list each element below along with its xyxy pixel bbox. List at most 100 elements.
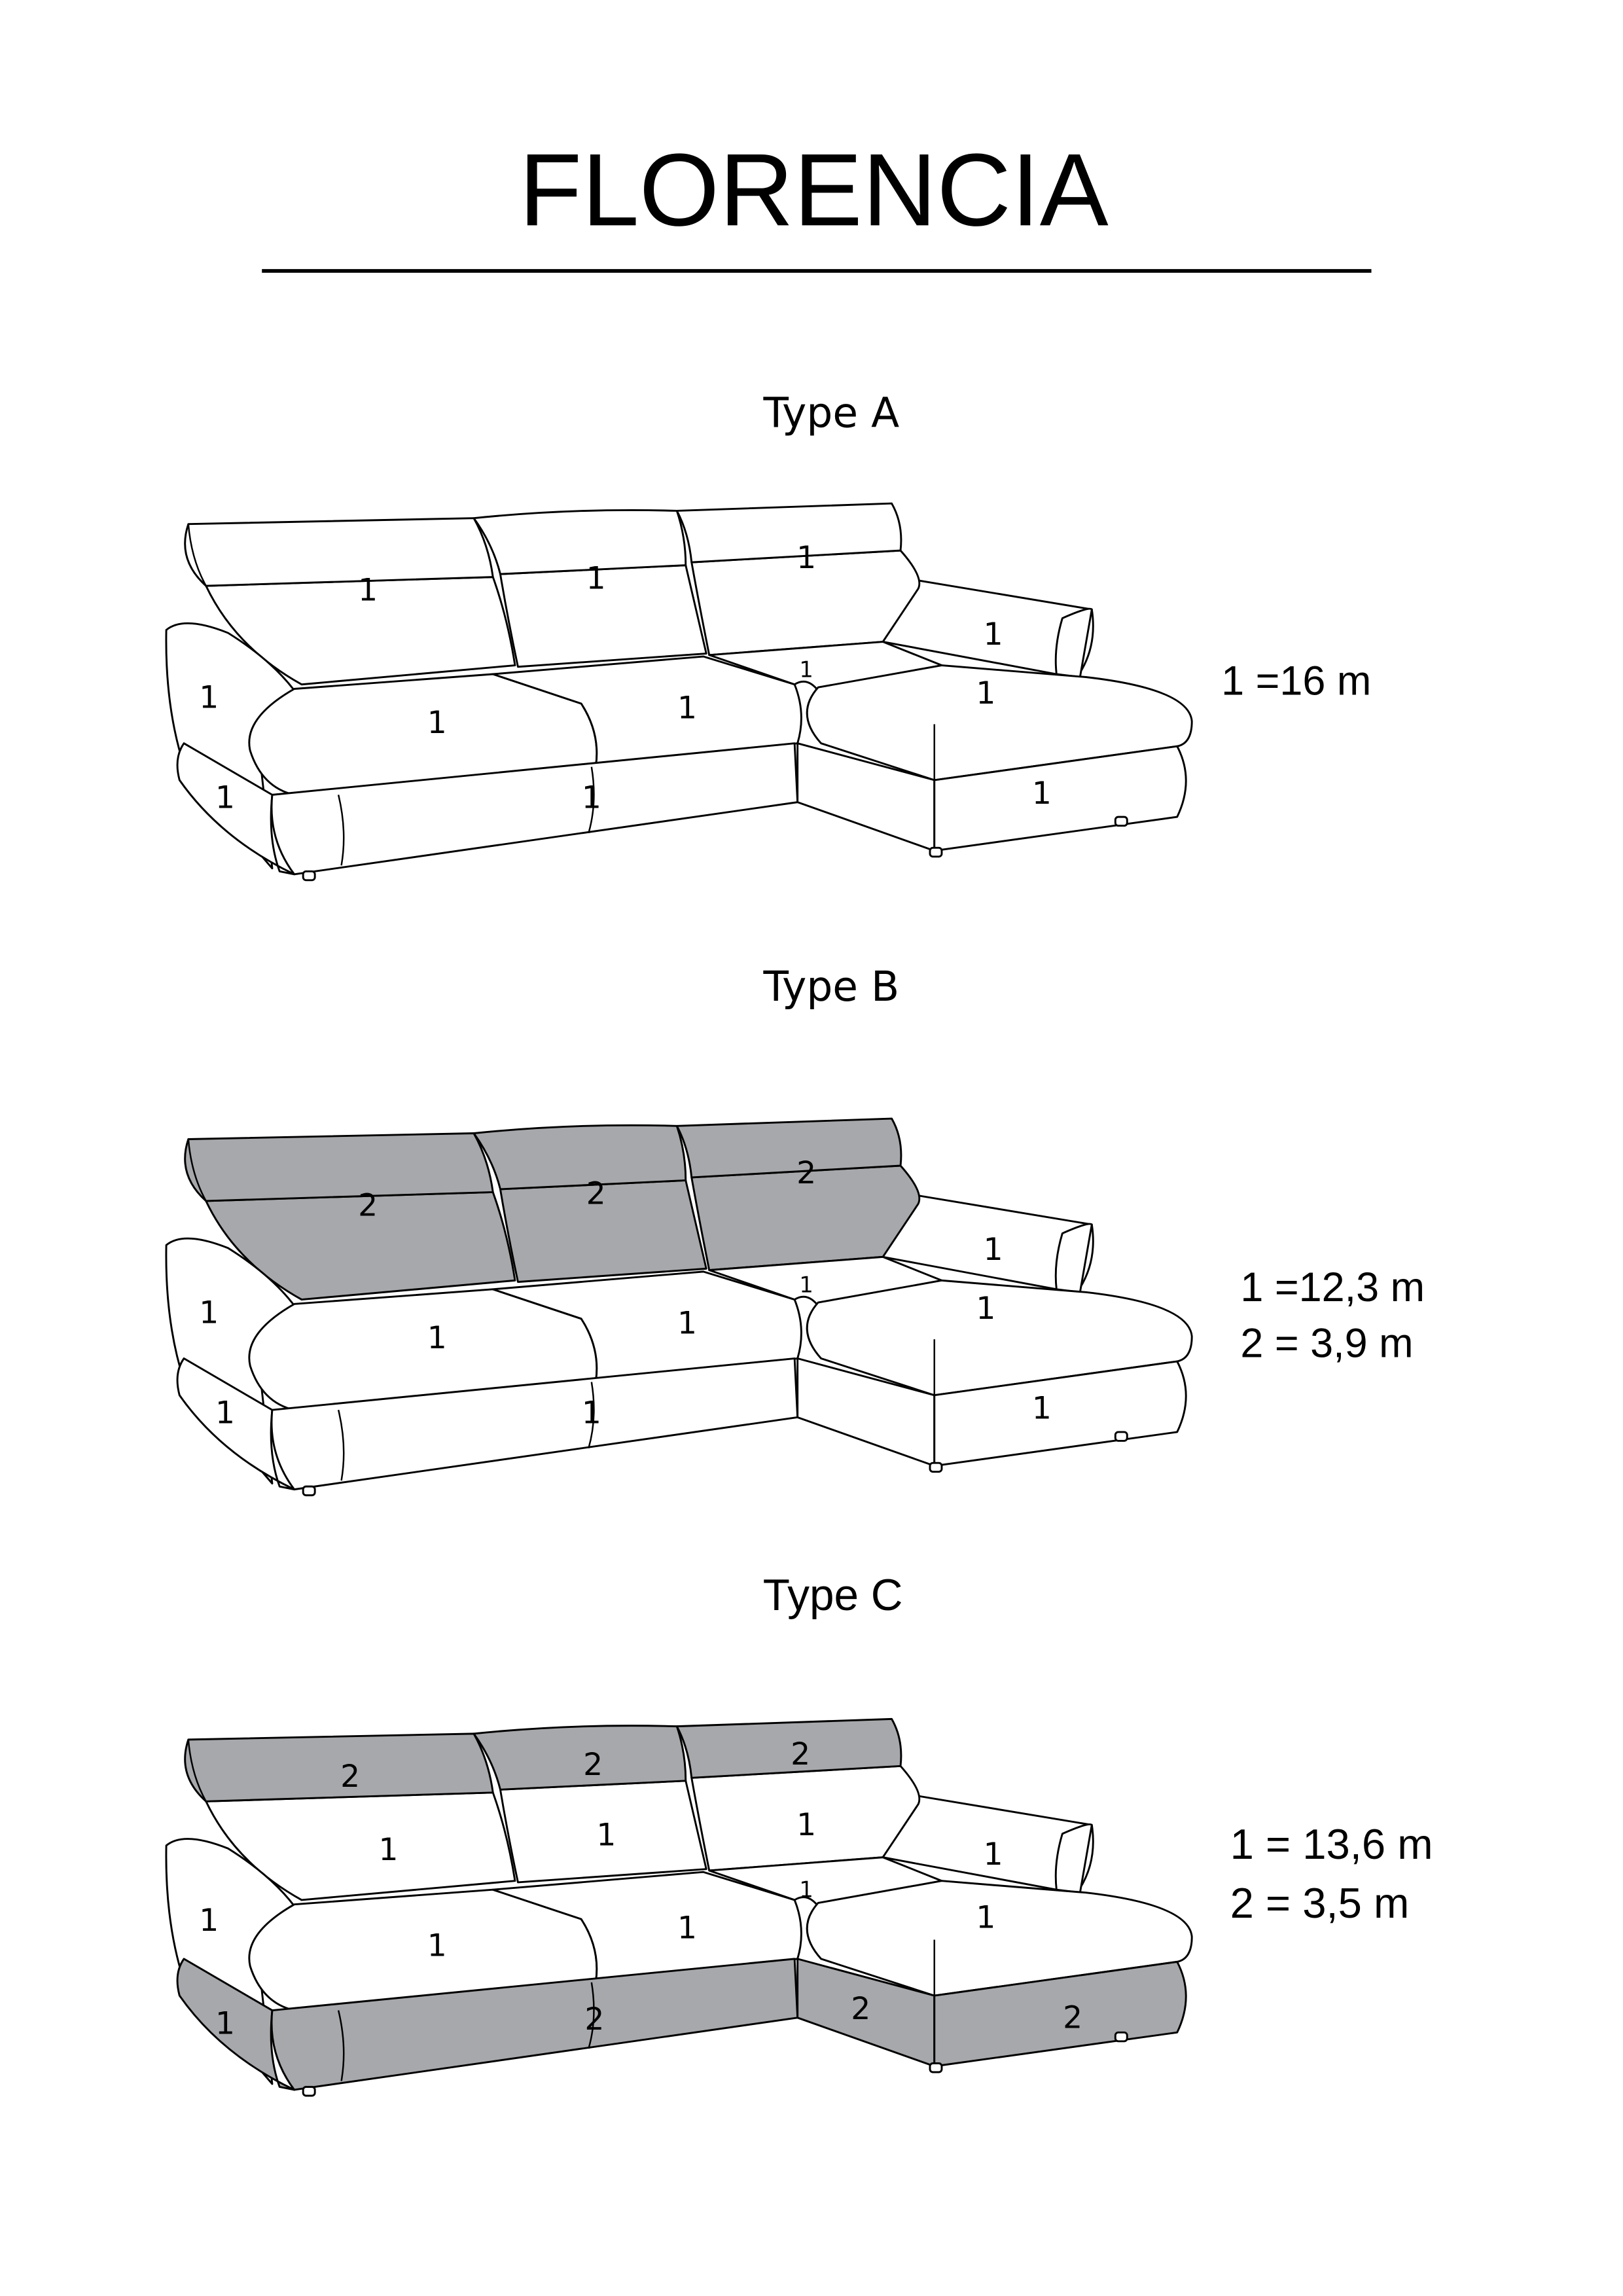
back-middle <box>499 1780 707 1884</box>
headrest-right <box>675 1117 902 1179</box>
part-label: 2 <box>584 2001 604 2037</box>
chaise-armrest-end <box>1054 1823 1093 1894</box>
headrest-left <box>184 517 494 587</box>
chaise-armrest-end <box>1054 607 1093 678</box>
type-c-legend-2: 2 = 3,5 m <box>1230 1879 1410 1927</box>
type-b-section: Type B 2 2 2 1 1 1 1 1 1 1 1 1 1 =12,3 m 2 = 3,9 m <box>165 963 1425 1497</box>
back-left <box>205 1191 516 1301</box>
seam-line <box>588 1382 595 1449</box>
sofa-foot <box>302 1485 316 1497</box>
base-left-arm <box>176 1357 296 1491</box>
part-label: 1 <box>596 1818 616 1854</box>
chaise-seat <box>806 1880 1193 1997</box>
back-middle <box>499 564 707 668</box>
part-label: 2 <box>791 1736 810 1772</box>
base-front <box>270 1958 799 2091</box>
type-a-title: Type A <box>763 389 900 437</box>
seam-line <box>337 1409 345 1481</box>
back-middle <box>499 1179 707 1283</box>
part-label: 1 <box>799 1876 813 1902</box>
type-c-legend-1: 1 = 13,6 m <box>1230 1820 1433 1868</box>
type-b-title: Type B <box>762 963 899 1011</box>
part-label: 1 <box>582 780 601 816</box>
part-label: 1 <box>215 2006 235 2042</box>
part-label: 1 <box>379 1832 399 1868</box>
part-label: 1 <box>358 573 378 609</box>
sofa-foot <box>302 2086 316 2097</box>
type-b-legend-1: 1 =12,3 m <box>1240 1265 1425 1310</box>
part-label: 1 <box>427 1320 447 1356</box>
sofa-foot <box>929 2062 943 2073</box>
part-label: 2 <box>358 1187 378 1223</box>
seam-line <box>337 2010 345 2081</box>
chaise-base-front <box>933 1960 1187 2068</box>
part-label: 2 <box>796 1155 816 1191</box>
base-left-arm <box>176 1958 296 2091</box>
base-front <box>270 1357 799 1491</box>
headrest-middle <box>473 1725 687 1791</box>
type-c-title: Type C <box>763 1571 903 1620</box>
back-left <box>205 1791 516 1901</box>
page-title: FLORENCIA <box>519 133 1109 247</box>
part-label: 1 <box>199 1903 219 1939</box>
part-label: 1 <box>1032 1391 1052 1427</box>
part-label: 1 <box>215 1395 235 1431</box>
headrest-left <box>184 1732 494 1803</box>
back-left <box>205 576 516 686</box>
headrest-middle <box>473 509 687 575</box>
part-label: 2 <box>1063 2000 1082 2036</box>
type-b-legend-2: 2 = 3,9 m <box>1240 1320 1413 1366</box>
part-label: 1 <box>984 1837 1003 1873</box>
sofa-foot <box>929 1462 943 1473</box>
chaise-base-front <box>933 1360 1187 1467</box>
part-label: 1 <box>1032 776 1052 812</box>
sofa-foot <box>1114 2031 1128 2043</box>
seam-line <box>588 1982 595 2049</box>
headrest-middle <box>473 1124 687 1191</box>
part-label: 1 <box>427 1928 447 1964</box>
sofa-foot <box>1114 1431 1128 1442</box>
part-label: 1 <box>984 617 1003 653</box>
sofa-foot <box>929 846 943 858</box>
part-label: 1 <box>427 705 447 741</box>
type-a-legend-1: 1 =16 m <box>1221 658 1371 704</box>
part-label: 1 <box>976 1900 995 1936</box>
part-label: 1 <box>677 1305 697 1341</box>
headrest-right <box>675 1717 902 1779</box>
seam-line <box>337 795 345 866</box>
chaise-base-front <box>933 745 1187 852</box>
type-b-sofa: 2 2 2 1 1 1 1 1 1 1 1 1 <box>165 1117 1193 1497</box>
seam-line <box>187 524 207 586</box>
part-label: 1 <box>796 1807 816 1843</box>
chaise-armrest-end <box>1054 1223 1093 1293</box>
chaise-seat <box>806 1279 1193 1397</box>
headrest-right <box>675 502 902 564</box>
part-label: 1 <box>796 540 816 576</box>
seam-line <box>187 1139 207 1202</box>
part-label: 1 <box>199 1295 219 1331</box>
part-label: 1 <box>799 657 813 683</box>
part-label: 2 <box>340 1759 360 1795</box>
part-label: 1 <box>976 675 995 711</box>
part-label: 1 <box>799 1272 813 1297</box>
base-left-arm <box>176 742 296 876</box>
seam-line <box>187 1739 207 1802</box>
part-label: 1 <box>976 1291 995 1327</box>
part-label: 1 <box>582 1395 601 1431</box>
part-label: 1 <box>215 780 235 816</box>
part-label: 1 <box>984 1232 1003 1268</box>
part-label: 2 <box>583 1747 603 1783</box>
part-label: 1 <box>677 690 697 726</box>
part-label: 1 <box>677 1910 697 1946</box>
seam-line <box>588 766 595 834</box>
headrest-left <box>184 1132 494 1202</box>
base-front <box>270 742 799 876</box>
sofa-foot <box>1114 816 1128 827</box>
part-label: 1 <box>199 680 219 716</box>
part-label: 2 <box>586 1175 606 1211</box>
